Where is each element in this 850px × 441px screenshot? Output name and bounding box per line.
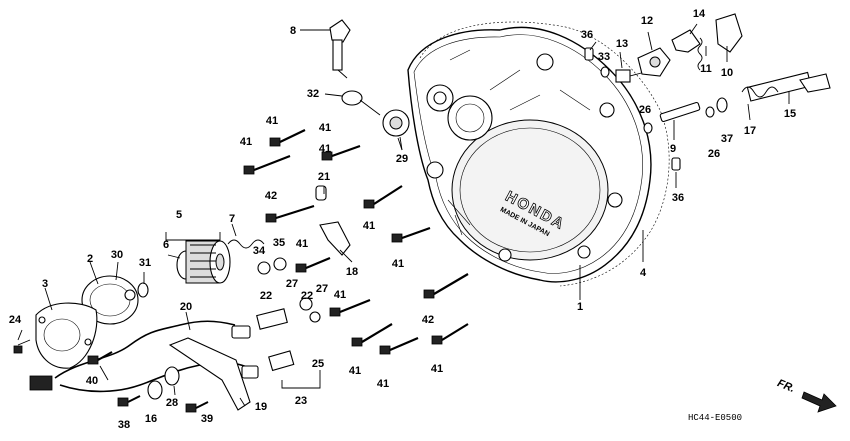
callout-39: 39 <box>201 413 213 425</box>
callout-41d: 41 <box>296 238 308 250</box>
washer <box>147 380 163 400</box>
oil-filler-cap <box>300 19 351 79</box>
callout-26a: 26 <box>639 104 651 116</box>
callout-22b: 22 <box>301 290 313 302</box>
shift-parts <box>584 13 831 171</box>
washer <box>257 261 271 275</box>
callout-28: 28 <box>166 397 178 409</box>
callout-14: 14 <box>693 8 706 20</box>
oil-seal <box>382 109 410 151</box>
callout-32: 32 <box>307 88 319 100</box>
callout-22a: 22 <box>260 290 272 302</box>
callout-42a: 42 <box>265 190 277 202</box>
filter-o-ring <box>137 282 149 298</box>
callout-41j: 41 <box>431 363 443 375</box>
callout-23: 23 <box>295 395 307 407</box>
front-label: FR. <box>776 377 797 395</box>
callout-36a: 36 <box>581 29 593 41</box>
callout-1: 1 <box>577 301 583 313</box>
callout-13: 13 <box>616 38 628 50</box>
o-ring <box>341 90 363 106</box>
callout-15: 15 <box>784 108 796 120</box>
callout-34: 34 <box>253 245 266 257</box>
callout-19: 19 <box>255 401 267 413</box>
callout-3: 3 <box>42 278 48 290</box>
callout-27a: 27 <box>286 278 298 290</box>
callout-7: 7 <box>229 213 235 225</box>
crankcase-cover <box>407 26 652 283</box>
callout-18: 18 <box>346 266 358 278</box>
callout-41b: 41 <box>240 136 252 148</box>
callout-41a: 41 <box>266 115 278 127</box>
callout-41i: 41 <box>377 378 389 390</box>
callout-41e: 41 <box>363 220 375 232</box>
outer-cover <box>35 302 98 369</box>
callout-41h: 41 <box>349 365 361 377</box>
callout-numbers: 1 2 3 4 5 6 7 8 9 10 11 12 13 14 15 16 1… <box>9 8 796 431</box>
callout-41f: 41 <box>392 258 404 270</box>
callout-9: 9 <box>670 143 676 155</box>
callout-40: 40 <box>86 375 98 387</box>
callout-41g: 41 <box>334 289 346 301</box>
filter-spring <box>227 239 265 249</box>
callout-42b: 42 <box>422 314 434 326</box>
gasket <box>419 21 670 287</box>
callout-17: 17 <box>744 125 756 137</box>
callout-33: 33 <box>598 51 610 63</box>
washer <box>273 257 287 271</box>
callout-41k: 41 <box>319 143 331 155</box>
callout-31: 31 <box>139 257 151 269</box>
callout-8: 8 <box>290 25 296 37</box>
washer <box>164 366 180 386</box>
callout-30: 30 <box>111 249 123 261</box>
callout-20: 20 <box>180 301 192 313</box>
callout-12: 12 <box>641 15 653 27</box>
callout-24: 24 <box>9 314 22 326</box>
callout-2: 2 <box>87 253 93 265</box>
callout-36b: 36 <box>672 192 684 204</box>
callout-37: 37 <box>721 133 733 145</box>
callout-38: 38 <box>118 419 130 431</box>
callout-35: 35 <box>273 237 285 249</box>
callout-16: 16 <box>145 413 157 425</box>
oil-filter <box>176 240 231 284</box>
callout-10: 10 <box>721 67 733 79</box>
callout-5: 5 <box>176 209 182 221</box>
bracket <box>315 185 351 256</box>
callout-6: 6 <box>163 239 169 251</box>
callout-41c: 41 <box>319 122 331 134</box>
callout-27b: 27 <box>316 283 328 295</box>
callout-21: 21 <box>318 171 330 183</box>
callout-25: 25 <box>312 358 324 370</box>
callout-11: 11 <box>700 63 712 75</box>
diagram-code: HC44-E0500 <box>688 413 742 423</box>
callout-29: 29 <box>396 153 408 165</box>
front-direction-arrow: FR. <box>776 377 837 413</box>
switches <box>231 297 321 379</box>
bolts <box>13 129 469 413</box>
leader-lines <box>17 23 790 407</box>
callout-26b: 26 <box>708 148 720 160</box>
callout-4: 4 <box>640 267 647 279</box>
